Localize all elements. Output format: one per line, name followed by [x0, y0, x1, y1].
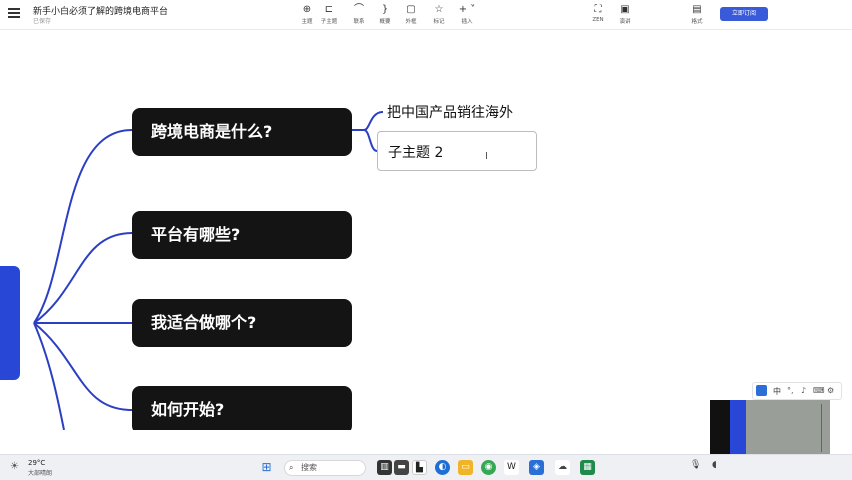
taskbar-search[interactable]: ⌕ 搜索 [284, 460, 366, 476]
sound-icon[interactable]: ◖ [712, 460, 717, 470]
subtopic-sell-abroad[interactable]: 把中国产品销往海外 [387, 105, 513, 121]
app-icon-1[interactable]: ▬ [394, 460, 409, 475]
browser-chrome-icon[interactable]: ◉ [481, 460, 496, 475]
topic-how-to-start[interactable]: 如何开始? [132, 386, 352, 430]
subtopic-icon: ⊏ [324, 4, 334, 15]
strip-divider [821, 404, 822, 452]
ime-language-toggle[interactable]: 中 [773, 387, 781, 396]
toolbar-marker-button[interactable]: ☆ 标记 [424, 4, 454, 25]
search-icon: ⌕ [289, 463, 294, 472]
connector-offscreen [33, 322, 65, 430]
topic-what-is-cross-border[interactable]: 跨境电商是什么? [132, 108, 352, 156]
connector-topic-4 [33, 322, 133, 411]
strip-dark-panel [710, 400, 730, 454]
menu-icon[interactable] [8, 8, 20, 20]
wps-icon[interactable]: W [504, 460, 519, 475]
app-icon-chart[interactable]: ▙ [412, 460, 427, 475]
relationship-icon: ⌒ [354, 4, 364, 15]
strip-blue-panel [730, 400, 746, 454]
subscribe-button[interactable]: 立即订阅 [720, 7, 768, 21]
strip-grey-panel [746, 400, 830, 454]
summary-icon: } [381, 4, 389, 15]
weather-description: 大部晴朗 [28, 470, 53, 477]
app-icon-green[interactable]: ▦ [580, 460, 595, 475]
connector-lines [33, 111, 384, 430]
ime-settings-icon[interactable]: ⚙ [827, 386, 835, 395]
format-icon: ▤ [692, 4, 702, 15]
boundary-icon: ▢ [406, 4, 416, 15]
toolbar-boundary-button[interactable]: ▢ 外框 [396, 4, 426, 25]
subtopic-editing-field[interactable]: 子主题 2 [377, 131, 537, 171]
insert-icon: + ˅ [458, 4, 476, 15]
app-icon-blue[interactable]: ◈ [529, 460, 544, 475]
taskview-icon[interactable]: ▥ [377, 460, 392, 475]
toolbar-relationship-button[interactable]: ⌒ 联系 [344, 4, 374, 25]
search-placeholder: 搜索 [301, 463, 317, 472]
toolbar-pitch-button[interactable]: ▣ 演讲 [610, 4, 640, 25]
video-thumbnail-strip [710, 400, 840, 454]
toolbar-insert-button[interactable]: + ˅ 插入 [452, 4, 482, 25]
toolbar-summary-button[interactable]: } 概要 [370, 4, 400, 25]
ime-logo-icon[interactable] [756, 385, 767, 396]
marker-icon: ☆ [434, 4, 444, 15]
connector-topic-1 [33, 129, 133, 324]
browser-edge-icon[interactable]: ◐ [435, 460, 450, 475]
connector-sub-1 [352, 111, 384, 131]
mindmap-canvas[interactable]: 跨境电商是什么? 平台有哪些? 我适合做哪个? 如何开始? 把中国产品销往海外 … [0, 30, 852, 430]
top-toolbar: 新手小白必须了解的跨境电商平台 已保存 ⊕ 主题 ⊏ 子主题 ⌒ 联系 } 概要… [0, 0, 852, 30]
connector-sub-2 [363, 129, 378, 152]
topic-icon: ⊕ [302, 4, 312, 15]
topic-which-fits-me[interactable]: 我适合做哪个? [132, 299, 352, 347]
save-status: 已保存 [33, 18, 52, 25]
central-topic[interactable] [0, 266, 20, 380]
os-taskbar: ☀ 29°C 大部晴朗 ⊞ ⌕ 搜索 ▥ ▬ ▙ ◐ ▭ ◉ W ◈ ☁ ▦ 🎙… [0, 454, 852, 480]
mic-icon[interactable]: 🎙 [690, 460, 702, 470]
toolbar-format-button[interactable]: ▤ 格式 [682, 4, 712, 25]
toolbar-subtopic-button[interactable]: ⊏ 子主题 [314, 4, 344, 25]
ime-toolbar: 中 °, ♪ ⌨ ⚙ [752, 382, 842, 400]
connector-topic-2 [33, 232, 133, 324]
pitch-icon: ▣ [620, 4, 630, 15]
weather-sun-icon: ☀ [10, 461, 19, 472]
zen-icon: ⛶ [594, 4, 602, 15]
toolbar-topic-button[interactable]: ⊕ 主题 [292, 4, 322, 25]
text-cursor-icon: I [485, 151, 488, 162]
topic-platforms[interactable]: 平台有哪些? [132, 211, 352, 259]
ime-voice-icon[interactable]: ♪ [801, 386, 807, 395]
weather-temperature: 29°C [28, 459, 46, 467]
toolbar-zen-button[interactable]: ⛶ ZEN [583, 4, 613, 23]
app-icon-cloud[interactable]: ☁ [555, 460, 570, 475]
ime-punctuation-icon[interactable]: °, [787, 386, 794, 395]
start-icon[interactable]: ⊞ [261, 460, 272, 474]
document-title: 新手小白必须了解的跨境电商平台 [33, 7, 169, 17]
ime-keyboard-icon[interactable]: ⌨ [813, 386, 825, 395]
file-explorer-icon[interactable]: ▭ [458, 460, 473, 475]
